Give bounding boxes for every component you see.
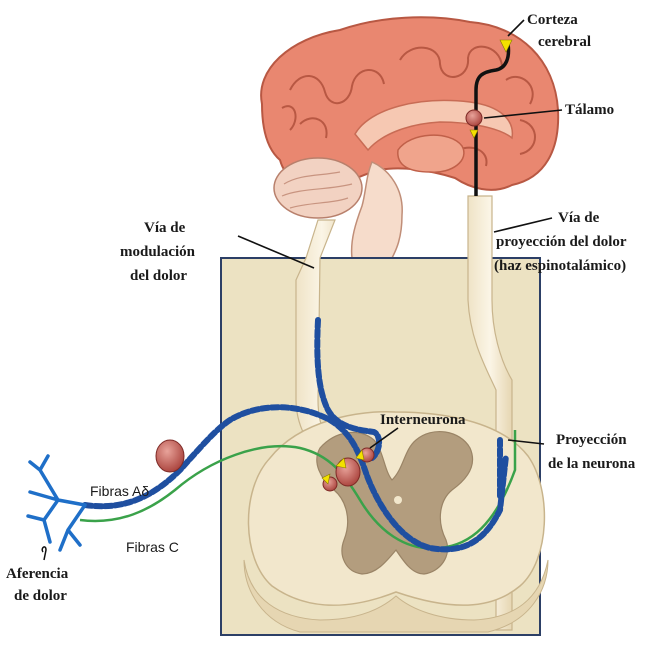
label-corteza-1: Corteza [527,12,578,28]
nerve-ending-pin [42,547,46,560]
label-via-proyeccion-1: Vía de [558,210,600,226]
label-talamo: Tálamo [565,102,614,118]
leader-via-proyeccion [494,218,552,232]
thalamus-relay-neuron [466,110,482,126]
label-aferencia-2: de dolor [14,588,67,604]
label-fibras-c: Fibras C [126,539,179,555]
label-proyeccion-neurona-1: Proyección [556,432,627,448]
label-corteza-2: cerebral [538,34,591,50]
label-via-modulacion-1: Vía de [144,220,186,236]
label-via-modulacion-3: del dolor [130,268,187,284]
label-aferencia-1: Aferencia [6,566,69,582]
label-interneurona: Interneurona [380,412,466,428]
label-via-modulacion-2: modulación [120,244,196,260]
label-proyeccion-neurona-2: de la neurona [548,456,636,472]
free-nerve-endings [28,456,85,550]
cerebellum [274,158,362,218]
brain [261,17,558,258]
thalamus-region [398,135,464,172]
label-via-proyeccion-3: (haz espinotalámico) [494,258,626,274]
label-fibras-a: Fibras Aδ [90,483,149,499]
leader-corteza [508,20,524,36]
label-via-proyeccion-2: proyección del dolor [496,234,627,250]
central-canal [394,496,402,504]
dorsal-root-ganglion [156,440,184,472]
